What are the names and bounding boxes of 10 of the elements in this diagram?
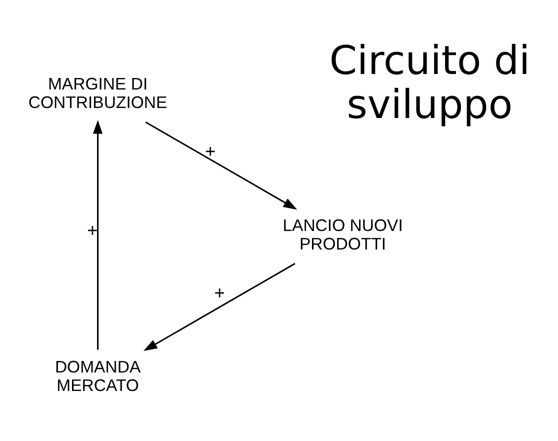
node-text: MARGINE DI CONTRIBUZIONE <box>28 74 168 112</box>
arrow <box>92 120 103 350</box>
label: Circuito di sviluppo <box>329 38 530 128</box>
edge-label: + <box>214 282 225 303</box>
node-text: DOMANDA MERCATO <box>54 358 141 395</box>
edge-label: + <box>87 219 98 240</box>
arrow <box>144 262 296 352</box>
node-text: LANCIO NUOVI PRODOTTI <box>282 216 403 254</box>
edge-label: + <box>204 140 216 162</box>
arrow <box>145 121 298 210</box>
